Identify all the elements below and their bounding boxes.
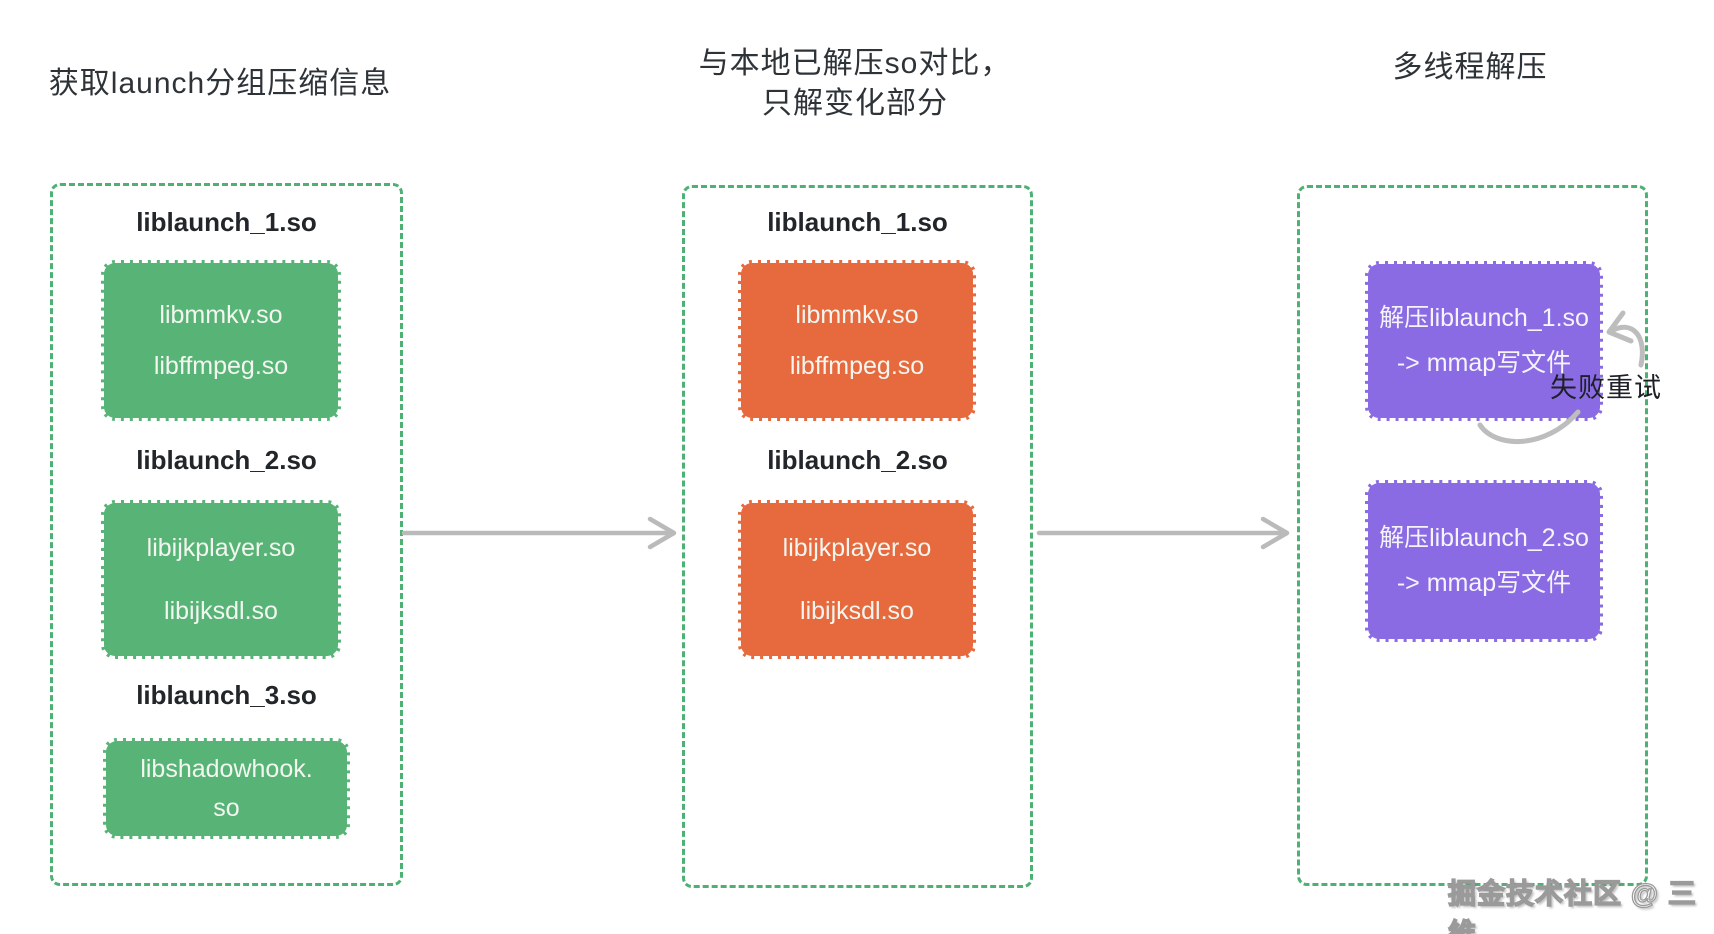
column-title-diff-line2: 只解变化部分 bbox=[762, 87, 948, 120]
group-header: liblaunch_2.so bbox=[767, 445, 948, 475]
group-box-orange: libmmkv.so libffmpeg.so bbox=[738, 260, 976, 421]
column-title-fetch-info: 获取launch分组压缩信息 bbox=[48, 67, 392, 100]
middle-container: liblaunch_1.so libmmkv.so libffmpeg.so l… bbox=[682, 185, 1033, 888]
lib-item: libijksdl.so bbox=[800, 596, 914, 625]
retry-label: 失败重试 bbox=[1550, 373, 1662, 403]
group-box-green: libshadowhook.so bbox=[103, 738, 350, 839]
task-line: 解压liblaunch_2.so bbox=[1379, 523, 1589, 552]
column-title-diff-compare: 与本地已解压so对比， 只解变化部分 bbox=[660, 44, 1050, 124]
column-title-diff-line1: 与本地已解压so对比， bbox=[698, 47, 1012, 80]
left-container: liblaunch_1.so libmmkv.so libffmpeg.so l… bbox=[50, 183, 403, 886]
task-line: 解压liblaunch_1.so bbox=[1379, 303, 1589, 332]
lib-item: libffmpeg.so bbox=[153, 351, 289, 380]
unzip-task-box: 解压liblaunch_2.so -> mmap写文件 bbox=[1365, 480, 1603, 642]
group-header: liblaunch_1.so bbox=[767, 207, 948, 237]
group-box-orange: libijkplayer.so libijksdl.so bbox=[738, 500, 976, 659]
lib-item: libshadowhook.so bbox=[140, 754, 313, 822]
group-header: liblaunch_2.so bbox=[136, 445, 317, 475]
watermark-credit: 掘金技术社区 @ 三維 bbox=[1447, 877, 1697, 934]
retry-loop-arrow bbox=[1477, 310, 1645, 444]
lib-item: libmmkv.so bbox=[795, 300, 919, 329]
group-header: liblaunch_1.so bbox=[136, 207, 317, 237]
column-title-multithread-unzip: 多线程解压 bbox=[1392, 51, 1548, 84]
flow-arrow-middle-to-right bbox=[1036, 516, 1290, 550]
group-box-green: libmmkv.so libffmpeg.so bbox=[101, 260, 341, 421]
lib-item: libijkplayer.so bbox=[782, 533, 932, 562]
unzip-task-box: 解压liblaunch_1.so -> mmap写文件 bbox=[1365, 261, 1603, 421]
right-container: 解压liblaunch_1.so -> mmap写文件 解压liblaunch_… bbox=[1297, 185, 1648, 886]
lib-item: libijksdl.so bbox=[164, 596, 278, 625]
group-header: liblaunch_3.so bbox=[136, 680, 317, 710]
lib-item: libffmpeg.so bbox=[789, 351, 925, 380]
flow-arrow-left-to-middle bbox=[401, 516, 677, 550]
lib-item: libijkplayer.so bbox=[146, 533, 296, 562]
lib-item: libmmkv.so bbox=[159, 300, 283, 329]
group-box-green: libijkplayer.so libijksdl.so bbox=[101, 500, 341, 659]
task-line: -> mmap写文件 bbox=[1396, 569, 1572, 597]
task-line: -> mmap写文件 bbox=[1396, 349, 1572, 377]
